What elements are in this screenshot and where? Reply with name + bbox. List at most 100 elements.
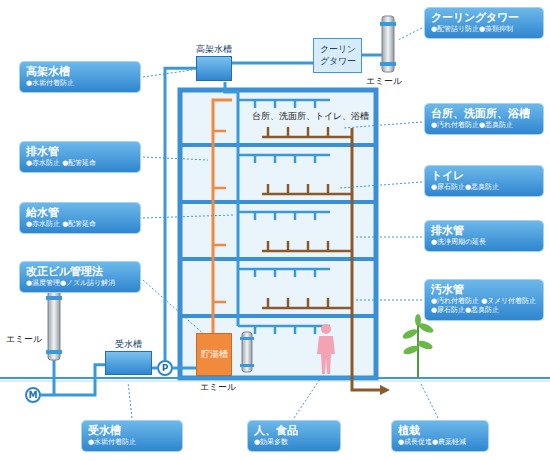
floor-slabs <box>180 145 376 316</box>
callout-heading: 改正ビル管理法 <box>26 265 134 279</box>
callout-body: ●赤水防止 ●配管延命 <box>26 220 134 229</box>
pump-symbol: M <box>25 387 41 403</box>
drain-branch <box>262 241 352 251</box>
floor-slab <box>180 314 376 318</box>
callout-body: ●汚れ付着防止 ●ヌメリ付着防止 ●尿石防止●悪臭防止 <box>431 297 537 316</box>
leader-line <box>143 280 206 336</box>
plant-leaf <box>401 327 418 340</box>
water-pipe <box>173 367 196 370</box>
equipment-label: 貯湯槽 <box>201 349 228 360</box>
callout-box: 人、食品●効果多数 <box>248 421 340 451</box>
callout-heading: 高架水槽 <box>26 65 134 79</box>
callout-body: ●赤水防止 ●配管延命 <box>26 159 134 168</box>
hot-water-branch <box>213 130 226 133</box>
emile-body <box>48 290 60 360</box>
callout-heading: 植栽 <box>398 424 482 438</box>
equipment-box: 貯湯槽 <box>196 333 232 376</box>
hot-water-pipe <box>213 100 232 333</box>
plant-leaf <box>416 339 433 351</box>
water-tank: 受水槽 <box>100 339 157 375</box>
emile-band <box>380 62 396 66</box>
leader-line <box>420 382 438 418</box>
tank-label: 高架水槽 <box>189 44 239 56</box>
ground-line <box>0 377 550 379</box>
floor-slab <box>180 257 376 261</box>
device-label: エミール <box>6 334 42 344</box>
callout-body: ●水垢付着防止 <box>26 79 134 88</box>
tank-body <box>196 56 232 81</box>
equipment-box: クーリングタワー <box>313 38 362 73</box>
drain-arrow <box>380 385 390 395</box>
person-body <box>317 336 335 374</box>
water-pipe <box>41 365 105 395</box>
emile-device <box>380 16 396 72</box>
hot-water-branch <box>213 187 226 190</box>
callout-box: 汚水管●汚れ付着防止 ●ヌメリ付着防止 ●尿石防止●悪臭防止 <box>425 280 543 320</box>
drain-pipe <box>352 128 382 390</box>
callout-body: ●配管詰り防止●藻類抑制 <box>431 25 537 34</box>
building-frame <box>180 90 376 378</box>
callout-box: 改正ビル管理法●温度管理●ノズル詰り解消 <box>20 262 140 292</box>
pipe <box>53 360 56 395</box>
supply-branch <box>238 269 330 277</box>
leader-line <box>340 182 422 188</box>
callout-heading: クーリングタワー <box>431 11 537 25</box>
device-label: エミール <box>366 76 402 87</box>
emile-band <box>380 22 396 26</box>
callout-heading: 台所、洗面所、浴槽 <box>431 107 537 121</box>
leader-line <box>356 237 422 238</box>
emile-band <box>46 350 62 354</box>
drain-branch <box>262 184 352 194</box>
emile-device <box>240 332 254 372</box>
callout-body: ●汚れ付着防止●悪臭防止 <box>431 121 537 130</box>
drain-branch <box>262 127 352 137</box>
leader-line <box>143 215 234 218</box>
callout-heading: トイレ <box>431 169 537 183</box>
leader-line <box>143 70 192 77</box>
plant <box>401 314 434 378</box>
equipment-label: クーリングタワー <box>316 44 359 67</box>
hot-water-branch <box>213 301 226 304</box>
tank-label: 受水槽 <box>100 339 157 351</box>
leader-line <box>344 122 422 128</box>
callout-heading: 汚水管 <box>431 283 537 297</box>
symbol-letter: M <box>29 391 38 400</box>
callout-heading: 人、食品 <box>254 424 334 438</box>
callout-heading: 給水管 <box>26 206 134 220</box>
plant-leaf <box>415 314 421 326</box>
symbol-letter: P <box>162 364 169 373</box>
emile-band <box>46 296 62 300</box>
person-head <box>321 324 331 334</box>
supply-branch <box>238 155 330 163</box>
callout-box: 高架水槽●水垢付着防止 <box>20 62 140 92</box>
pump-symbol: P <box>157 360 173 376</box>
floor-slab <box>180 200 376 204</box>
supply-pipe <box>225 82 238 326</box>
leader-line <box>143 157 208 160</box>
floor-slab <box>180 143 376 147</box>
callout-heading: 排水管 <box>431 224 537 238</box>
floor-label: 台所、洗面所、トイレ、浴槽 <box>252 111 369 122</box>
callout-body: ●効果多数 <box>254 438 334 447</box>
leader-line <box>128 382 132 418</box>
supply-branch <box>238 212 330 220</box>
callout-box: 排水管●赤水防止 ●配管延命 <box>20 142 140 172</box>
water-pipe <box>165 68 196 360</box>
ground-line <box>0 381 550 382</box>
callout-body: ●洗浄周期の延長 <box>431 238 537 247</box>
leader-line <box>294 376 322 418</box>
hot-water-branch <box>213 244 226 247</box>
pipe <box>362 54 382 57</box>
person-figure <box>317 324 335 374</box>
drain-branch <box>262 298 352 308</box>
leader-line <box>356 300 422 301</box>
plant-leaf <box>402 344 419 356</box>
callout-box: 植栽●成長促進●農薬軽減 <box>392 421 488 451</box>
callout-box: 排水管●洗浄周期の延長 <box>425 221 543 251</box>
callout-box: トイレ●尿石防止●悪臭防止 <box>425 166 543 196</box>
callout-box: クーリングタワー●配管詰り防止●藻類抑制 <box>425 8 543 38</box>
callout-box: 給水管●赤水防止 ●配管延命 <box>20 203 140 233</box>
emile-band <box>240 337 254 340</box>
